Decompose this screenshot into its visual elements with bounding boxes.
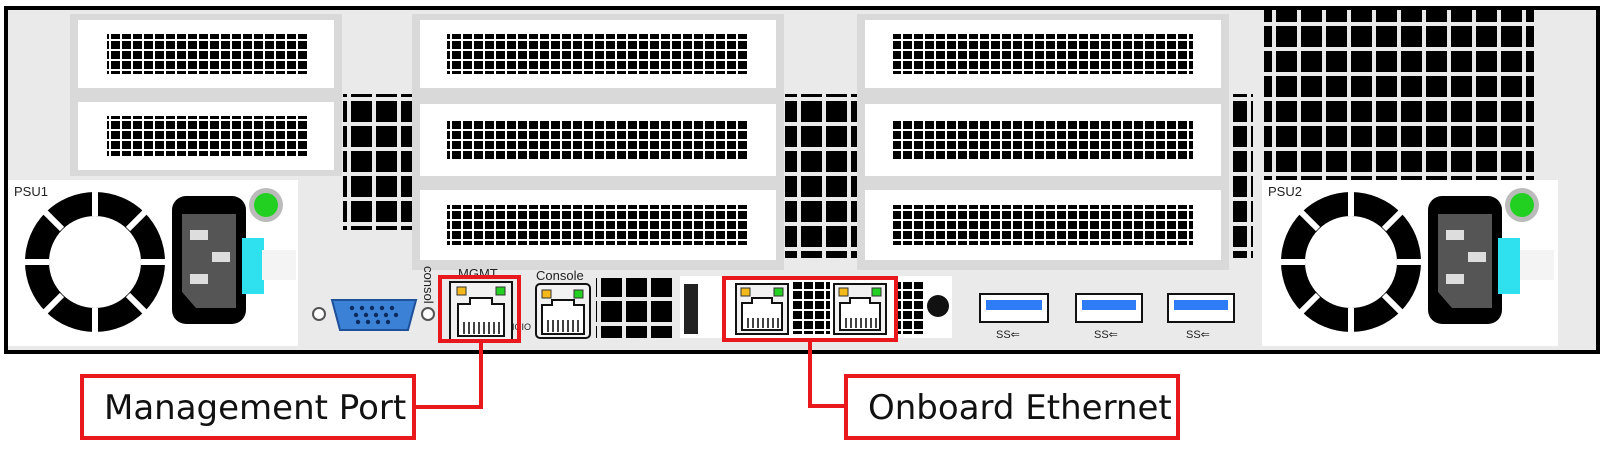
psu2-latch[interactable]: [1498, 238, 1520, 294]
psu2-label: PSU2: [1268, 184, 1302, 199]
vga-port[interactable]: [312, 299, 435, 331]
psu1-power-inlet: [172, 196, 246, 324]
psu2-fan: [1281, 192, 1421, 332]
vent-block: [596, 278, 674, 338]
onboard-ethernet-port-2[interactable]: [833, 283, 887, 335]
mgmt-led-amber: [456, 286, 467, 296]
psu1-label: PSU1: [14, 184, 48, 199]
screw-icon: [312, 307, 326, 321]
id-button[interactable]: [927, 295, 949, 317]
vent-block: [792, 282, 830, 334]
mgmt-rj45-port[interactable]: [449, 281, 513, 341]
mgmt-callout-line: [414, 341, 483, 409]
psu2: PSU2: [1262, 180, 1558, 346]
vent-block: [785, 94, 860, 258]
console-label: Console: [536, 268, 584, 283]
psu1: PSU1: [8, 180, 298, 346]
pcie-bay-right: [857, 14, 1229, 270]
pcie-bay-center: [412, 14, 784, 270]
mgmt-led-green: [495, 286, 506, 296]
io-slot: [684, 284, 698, 334]
usb-port-2[interactable]: SS⇐: [1075, 293, 1143, 341]
usb-port-3[interactable]: SS⇐: [1167, 293, 1235, 341]
management-port-callout: Management Port: [80, 374, 416, 440]
vent-block-top-right: [1264, 10, 1534, 180]
usb-symbol: SS⇐: [1094, 329, 1118, 341]
usb-port-1[interactable]: SS⇐: [979, 293, 1049, 341]
console-vertical-label: consol: [421, 266, 436, 304]
psu1-fan: [25, 192, 165, 332]
vent-column: [1233, 94, 1253, 258]
usb-symbol: SS⇐: [996, 329, 1020, 341]
pcie-bay-left: [70, 14, 342, 176]
screw-icon: [421, 307, 435, 321]
psu2-power-inlet: [1428, 196, 1502, 324]
onboard-ethernet-callout: Onboard Ethernet: [844, 374, 1180, 440]
onboard-ethernet-text: Onboard Ethernet: [868, 388, 1172, 428]
vent-block: [894, 282, 924, 334]
console-rj45-port[interactable]: [535, 283, 591, 339]
management-port-text: Management Port: [104, 388, 406, 428]
onboard-callout-line: [808, 340, 846, 408]
vent-block: [343, 94, 418, 230]
usb-symbol: SS⇐: [1186, 329, 1210, 341]
ioio-label: IOIO: [512, 322, 531, 332]
psu1-latch[interactable]: [242, 238, 264, 294]
onboard-ethernet-port-1[interactable]: [735, 283, 789, 335]
